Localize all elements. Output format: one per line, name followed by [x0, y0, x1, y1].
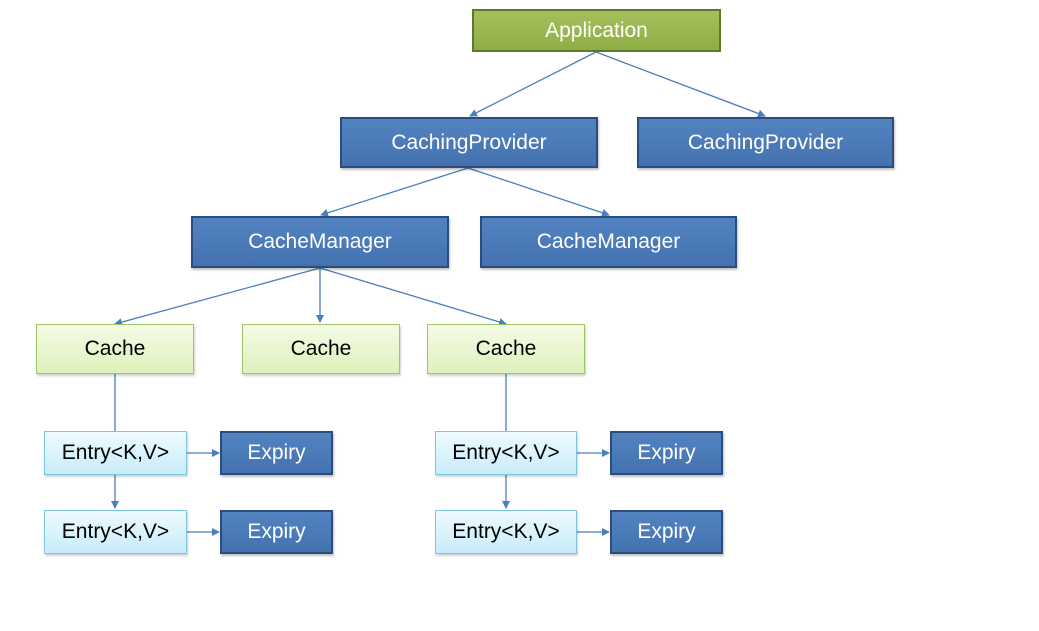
connector-manager-to-cache-3: [319, 267, 507, 326]
entry-label-2: Entry<K,V>: [61, 520, 170, 543]
cache-manager-node-1: CacheManager: [191, 216, 449, 268]
entry-node-1: Entry<K,V>: [44, 431, 187, 475]
cache-label-1: Cache: [84, 337, 146, 360]
expiry-node-1: Expiry: [220, 431, 333, 475]
expiry-node-4: Expiry: [610, 510, 723, 554]
connector-provider-to-manager-2: [467, 167, 610, 217]
connector-app-to-provider-1: [469, 51, 597, 117]
cache-manager-label-1: CacheManager: [248, 230, 392, 253]
entry-label-3: Entry<K,V>: [452, 441, 560, 464]
entry-label-4: Entry<K,V>: [452, 520, 560, 543]
application-node: Application: [472, 9, 721, 52]
caching-provider-node-1: CachingProvider: [340, 117, 598, 168]
caching-provider-node-2: CachingProvider: [637, 117, 894, 168]
cache-node-3: Cache: [427, 324, 585, 374]
entry-node-2: Entry<K,V>: [44, 510, 187, 554]
cache-label-2: Cache: [290, 337, 352, 360]
caching-provider-label-2: CachingProvider: [687, 130, 844, 154]
connector-manager-to-cache-1: [114, 267, 321, 327]
expiry-label-3: Expiry: [637, 441, 696, 464]
entry-label-1: Entry<K,V>: [61, 441, 170, 464]
expiry-node-3: Expiry: [610, 431, 723, 475]
caching-provider-label-1: CachingProvider: [391, 130, 547, 154]
cache-node-1: Cache: [36, 324, 194, 374]
cache-label-3: Cache: [475, 337, 537, 360]
cache-manager-node-2: CacheManager: [480, 216, 737, 268]
expiry-label-4: Expiry: [637, 520, 696, 543]
cache-node-2: Cache: [242, 324, 400, 374]
application-label: Application: [545, 18, 648, 42]
expiry-label-1: Expiry: [247, 441, 306, 464]
expiry-label-2: Expiry: [247, 520, 306, 543]
connector-app-to-provider-2: [595, 51, 766, 118]
expiry-node-2: Expiry: [220, 510, 333, 554]
connector-provider-to-manager-1: [320, 167, 469, 217]
entry-node-4: Entry<K,V>: [435, 510, 577, 554]
entry-node-3: Entry<K,V>: [435, 431, 577, 475]
cache-manager-label-2: CacheManager: [536, 230, 681, 253]
